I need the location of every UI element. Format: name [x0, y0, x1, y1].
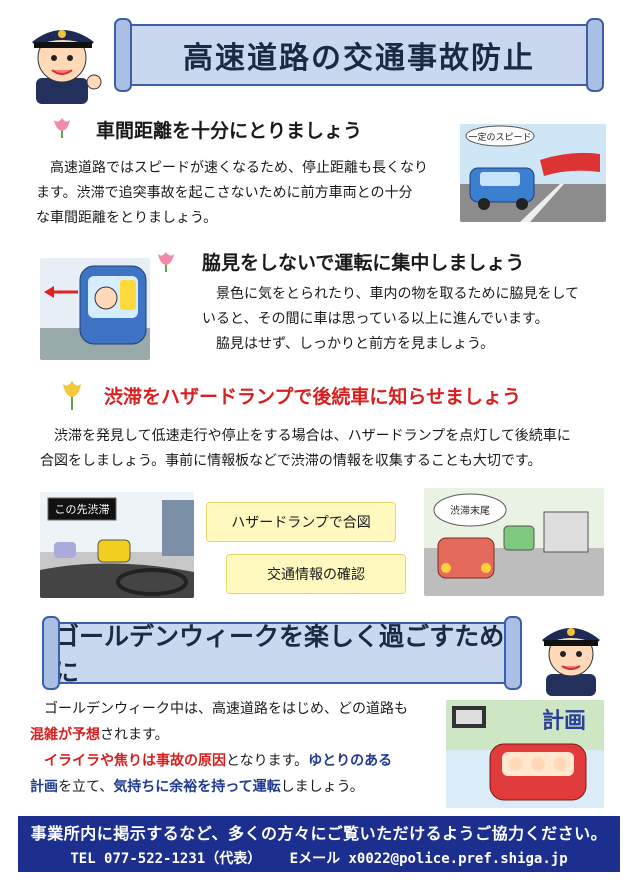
- section2-text: 景色に気をとられたり、車内の物を取るために脇見をして いると、その間に車は思って…: [202, 286, 580, 352]
- family-car-plan-illustration: 計画: [446, 700, 604, 808]
- section1-heading: 車間距離を十分にとりましょう: [90, 116, 369, 143]
- police-officer-icon: [32, 30, 102, 104]
- section3-text: 渋滞を発見して低速走行や停止をする場合は、ハザードランプを点灯して後続車に 合図…: [40, 428, 571, 469]
- speed-sign-text: 一定のスピード: [468, 131, 531, 143]
- section1-text: 高速道路ではスピードが速くなるため、停止距離も長くなり ます。渋滞で追突事故を起…: [36, 160, 428, 226]
- gw-banner: ゴールデンウィークを楽しく過ごすために: [42, 616, 522, 690]
- police-officer-illustration: [528, 612, 614, 696]
- plan-label: 計画: [542, 708, 586, 734]
- footer-contact: TEL 077-522-1231（代表） Eメール x0022@police.p…: [60, 848, 577, 868]
- footer-banner: 事業所内に掲示するなど、多くの方々にご覧いただけるようご協力ください。 TEL …: [18, 816, 620, 872]
- jam-tail-illustration: 渋滞末尾: [424, 488, 604, 596]
- police-officer-icon: [542, 628, 600, 696]
- distracted-driver-illustration: [40, 258, 150, 360]
- sign-board-icon: [47, 497, 117, 521]
- tulip-yellow-icon: [63, 381, 81, 410]
- gw-text: ゴールデンウィーク中は、高速道路をはじめ、どの道路も 混雑が予想されます。 イラ…: [30, 701, 408, 795]
- page-title: 高速道路の交通事故防止: [183, 41, 535, 76]
- jam-board-text: この先渋滞: [55, 503, 110, 516]
- highway-car-illustration: 一定のスピード: [460, 124, 606, 222]
- tulip-pink-icon: [54, 118, 70, 138]
- truck-icon: [543, 511, 589, 553]
- title-banner: 高速道路の交通事故防止: [114, 18, 604, 92]
- car-icon: [437, 537, 495, 579]
- car-icon: [97, 539, 131, 563]
- traffic-info-bubble: 交通情報の確認: [226, 554, 406, 594]
- gw-title: ゴールデンウィークを楽しく過ごすために: [54, 622, 505, 687]
- traffic-jam-dashboard-illustration: この先渋滞: [40, 492, 194, 598]
- footer-request: 事業所内に掲示するなど、多くの方々にご覧いただけるようご協力ください。: [30, 824, 608, 843]
- jam-tail-sign-text: 渋滞末尾: [450, 504, 490, 517]
- tulip-pink-icon: [158, 252, 174, 272]
- section3-heading: 渋滞をハザードランプで後続車に知らせましょう: [98, 382, 528, 409]
- section2-heading: 脇見をしないで運転に集中しましょう: [196, 248, 531, 275]
- footer-email: Eメール x0022@police.pref.shiga.jp: [289, 851, 568, 867]
- footer-tel: TEL 077-522-1231（代表）: [70, 851, 262, 867]
- hazard-signal-bubble: ハザードランプで合図: [206, 502, 396, 542]
- police-officer-illustration: [18, 12, 108, 104]
